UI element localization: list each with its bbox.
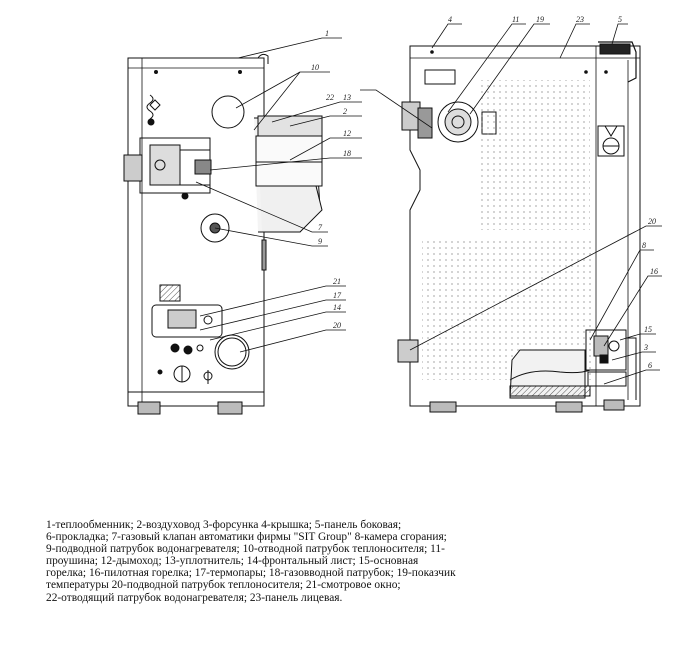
callout-4: 4 xyxy=(448,15,452,24)
legend-line: температуры 20-подводной патрубок теплон… xyxy=(46,579,401,592)
inlet-pipe-circle xyxy=(200,213,230,243)
callout-21: 21 xyxy=(333,277,341,286)
front-panel-outline xyxy=(409,45,641,407)
callout-18: 18 xyxy=(343,149,351,158)
callout-3: 3 xyxy=(643,343,648,352)
legend-line: 1-теплообменник; 2-воздуховод 3-форсунка… xyxy=(46,519,402,531)
callout-20-left: 20 xyxy=(333,321,341,330)
callout-20-right: 20 xyxy=(648,217,656,226)
callout-9: 9 xyxy=(318,237,322,246)
callout-10: 10 xyxy=(311,63,319,72)
callout-1: 1 xyxy=(325,29,329,38)
leader-lines xyxy=(195,23,662,385)
legend-line: 6-прокладка; 7-газовый клапан автоматики… xyxy=(46,531,447,544)
callout-23: 23 xyxy=(576,15,584,24)
callout-8: 8 xyxy=(642,241,646,250)
callout-16: 16 xyxy=(650,267,658,276)
callout-14: 14 xyxy=(333,303,341,312)
callout-13: 13 xyxy=(343,93,351,102)
callout-5: 5 xyxy=(618,15,622,24)
callout-2: 2 xyxy=(343,107,347,116)
legend-line: 9-подводной патрубок водонагревателя; 10… xyxy=(46,543,445,556)
callout-15: 15 xyxy=(644,325,652,334)
legend-line: проушина; 12-дымоход; 13-уплотнитель; 14… xyxy=(46,555,419,568)
side-view xyxy=(123,53,323,415)
callout-22: 22 xyxy=(326,93,334,102)
callout-17: 17 xyxy=(333,291,342,300)
callout-numbers: 1 2 10 22 13 12 18 7 9 21 17 14 20 4 11 … xyxy=(311,15,658,370)
legend-line: 22-отводящий патрубок водонагревателя; 2… xyxy=(46,591,343,604)
legend-line: горелка; 16-пилотная горелка; 17-термопа… xyxy=(46,567,456,580)
callout-6: 6 xyxy=(648,361,652,370)
callout-19: 19 xyxy=(536,15,544,24)
front-view xyxy=(397,41,641,413)
callout-11: 11 xyxy=(512,15,519,24)
callout-12: 12 xyxy=(343,129,351,138)
callout-7: 7 xyxy=(318,223,323,232)
parts-legend: 1-теплообменник; 2-воздуховод 3-форсунка… xyxy=(46,519,676,604)
